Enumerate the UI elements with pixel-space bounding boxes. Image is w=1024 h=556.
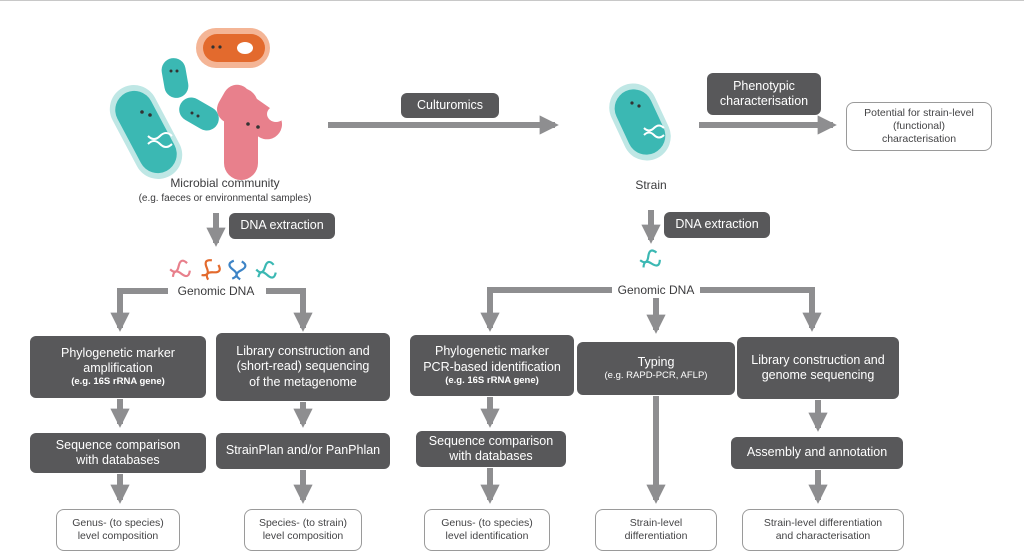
branch-b-step1-line1: Library construction and [236,344,370,359]
potential-line2: (functional) [893,120,945,133]
branch-b-step2: StrainPlan and/or PanPhlan [225,443,381,458]
branch-a-step1-line2: amplification [83,361,153,376]
right-genomic-dna-label: Genomic DNA [613,283,699,297]
assembly-annotation-box: Assembly and annotation [731,437,903,469]
right-dna-extraction-label: DNA extraction [675,217,759,232]
culturomics-label: Culturomics [417,97,483,112]
right-sequence-comparison-box: Sequence comparison with databases [416,431,566,467]
top-divider [0,0,1024,1]
branch-e-result-line1: Strain-level differentiation [763,517,883,530]
strain-label: Strain [635,178,667,192]
metagenome-sequencing-box: Library construction and (short-read) se… [216,333,390,401]
strainplan-panphlan-box: StrainPlan and/or PanPhlan [216,433,390,469]
typing-box: Typing (e.g. RAPD-PCR, AFLP) [577,342,735,395]
potential-line1: Potential for strain-level [864,107,974,120]
arrow-to-genome-sequencing [700,287,822,332]
left-genomic-dna-label: Genomic DNA [173,284,259,298]
branch-c-result-line1: Genus- (to species) [441,517,533,530]
branch-c-step1-line1: Phylogenetic marker [435,344,549,359]
left-dna-extraction-label: DNA extraction [240,218,324,233]
tiny-teal-bacterium-icon [179,97,219,131]
branch-d-step1-note: (e.g. RAPD-PCR, AFLP) [604,370,708,382]
flow-arrows [110,115,837,504]
branch-e-step2: Assembly and annotation [746,445,888,460]
branch-c-step1-note: (e.g. 16S rRNA gene) [445,374,539,386]
phenotypic-characterisation-box: Phenotypic characterisation [707,73,821,115]
potential-characterisation-box: Potential for strain-level (functional) … [846,102,992,151]
strain-bacterium-icon [609,83,671,161]
branch-d-step1-line1: Typing [637,355,675,370]
branch-b-result-line1: Species- (to strain) [258,517,348,530]
large-teal-bacterium-icon [109,85,183,179]
right-dna-extraction-box: DNA extraction [664,212,770,238]
branch-e-step1-line2: genome sequencing [761,368,875,382]
left-dna-extraction-box: DNA extraction [229,213,335,239]
species-level-composition-box: Species- (to strain) level composition [244,509,362,551]
genome-sequencing-box: Library construction and genome sequenci… [737,337,899,399]
strain-dna-icon [639,249,661,268]
branch-e-result-line2: and characterisation [775,530,871,542]
orange-bacterium-icon [196,28,270,68]
arrow-to-pcr-identification [480,287,612,332]
potential-line3: characterisation [881,132,957,145]
phylogenetic-amplification-box: Phylogenetic marker amplification (e.g. … [30,336,206,398]
arrow-to-metagenome-sequencing [266,288,313,332]
phenotypic-line1: Phenotypic [733,78,795,93]
culturomics-box: Culturomics [401,93,499,118]
microbial-community-illustration [109,28,285,180]
branch-b-step1-line2: (short-read) sequencing [236,359,370,374]
branch-d-result-line2: differentiation [624,530,688,542]
branch-c-result-line2: level identification [445,530,529,542]
pink-branched-bacterium-icon [217,84,285,180]
phenotypic-line2: characterisation [719,94,809,108]
branch-a-step1-note: (e.g. 16S rRNA gene) [71,376,165,388]
branch-c-step2-line2: with databases [449,449,533,463]
branch-b-result-line2: level composition [262,530,344,542]
small-teal-bacterium-icon [161,58,189,98]
dna-fragments-icon [169,259,277,281]
branch-c-step1-line2: PCR-based identification [423,359,561,374]
branch-a-result-line2: level composition [77,530,159,542]
strain-level-differentiation-box: Strain-level differentiation [595,509,717,551]
branch-a-step1-line1: Phylogenetic marker [61,345,175,360]
genus-level-identification-box: Genus- (to species) level identification [424,509,550,551]
branch-a-step2-line1: Sequence comparison [55,437,181,452]
branch-b-step1-line3: of the metagenome [249,374,357,389]
arrow-to-phylogenetic-amplification [110,288,168,332]
branch-d-result-line1: Strain-level [629,517,683,530]
genus-level-composition-box: Genus- (to species) level composition [56,509,180,551]
pcr-identification-box: Phylogenetic marker PCR-based identifica… [410,335,574,396]
left-sequence-comparison-box: Sequence comparison with databases [30,433,206,473]
community-sublabel: (e.g. faeces or environmental samples) [138,192,312,204]
branch-a-result-line1: Genus- (to species) [72,517,164,530]
microbial-community-caption: Microbial community (e.g. faeces or envi… [120,176,330,205]
strain-level-characterisation-box: Strain-level differentiation and charact… [742,509,904,551]
branch-c-step2-line1: Sequence comparison [428,433,554,448]
branch-e-step1-line1: Library construction and [751,352,885,367]
branch-a-step2-line2: with databases [76,453,160,467]
community-label: Microbial community [170,176,280,190]
